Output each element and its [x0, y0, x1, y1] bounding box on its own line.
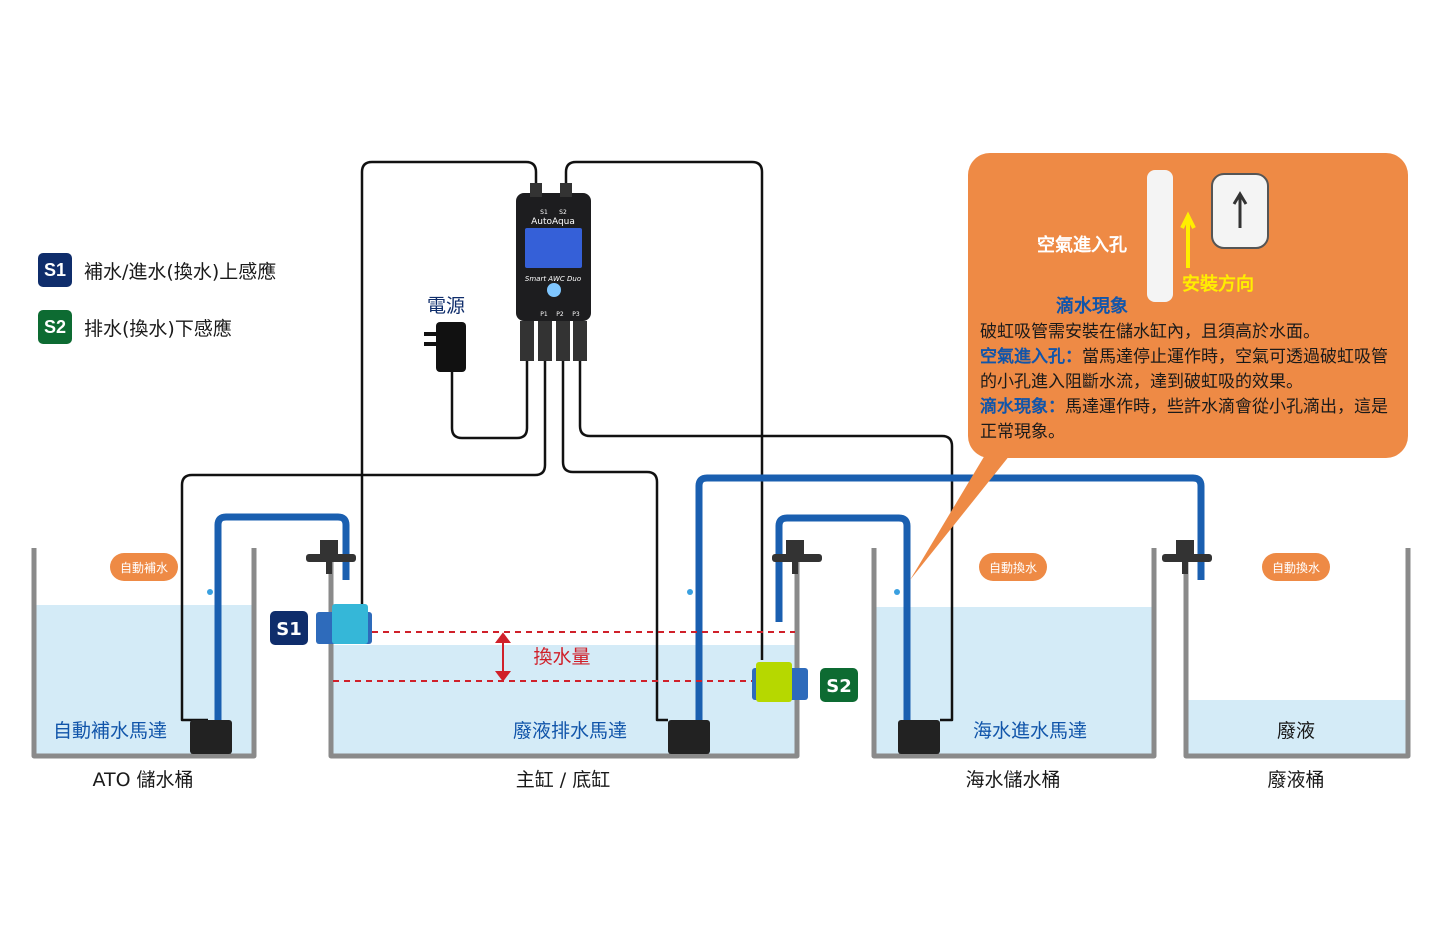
s2-sensor-icon: [752, 662, 808, 702]
pipe-waste: [695, 474, 1205, 720]
ato-tank: [31, 548, 257, 759]
legend-s2: S2 排水(換水)下感應: [38, 310, 232, 344]
wire-power: [450, 358, 529, 440]
sea-motor-label: 海水進水馬達: [973, 720, 1087, 742]
legend-s2-badge: S2: [38, 310, 72, 344]
faucet-main-icon: [306, 540, 356, 574]
sea-tank-name: 海水儲水桶: [965, 769, 1060, 791]
main-motor-icon: [668, 720, 710, 754]
callout-air-text: 當馬達停止運作時，空氣可透過破虹吸管的小孔進入阻斷水流，達到破虹吸的效果。: [980, 347, 1388, 392]
callout-direction-label: 安裝方向: [1182, 273, 1254, 295]
legend-s1-text: 補水/進水(換水)上感應: [84, 260, 277, 283]
drip-main-icon: [687, 589, 693, 595]
drip-ato-icon: [207, 589, 213, 595]
siphon-break-icon: [1147, 170, 1269, 302]
callout-line1: 破虹吸管需安裝在儲水缸內，且須高於水面。: [980, 322, 1320, 342]
waste-tank: [1183, 548, 1411, 759]
controller-icon: [516, 183, 591, 361]
exchange-arrow-icon: [495, 632, 511, 682]
port-s1: S1: [540, 209, 548, 216]
power-adapter-icon: [424, 322, 466, 372]
callout-pointer: [910, 455, 1010, 580]
callout-drip-paragraph: 滴水現象：馬達運作時，些許水滴會從小孔滴出，這是正常現象。: [980, 395, 1400, 445]
legend-s2-text: 排水(換水)下感應: [84, 317, 232, 340]
legend-s1-badge: S1: [38, 253, 72, 287]
callout-air-label: 空氣進入孔: [1037, 234, 1127, 256]
s1-badge: [270, 611, 308, 645]
svg-text:自動補水: 自動補水: [120, 561, 168, 575]
s1-sensor-icon: [316, 604, 372, 644]
callout-drip-label: 滴水現象: [1056, 295, 1128, 317]
wire-s1: [360, 160, 538, 610]
main-tank: [328, 548, 800, 759]
s2-badge-text: S2: [826, 676, 852, 697]
legend-s1: S1 補水/進水(換水)上感應: [38, 253, 276, 287]
pipe-sea: [775, 514, 911, 720]
callout-drip-text: 馬達運作時，些許水滴會從小孔滴出，這是正常現象。: [980, 397, 1388, 442]
wire-s2: [564, 160, 764, 660]
s2-badge: [820, 668, 858, 702]
wire-p3: [578, 358, 954, 722]
callout-body: 破虹吸管需安裝在儲水缸內，且須高於水面。 空氣進入孔：當馬達停止運作時，空氣可透…: [980, 320, 1400, 445]
callout-drip-title: 滴水現象：: [980, 397, 1065, 417]
ato-auto-badge: 自動補水: [110, 553, 178, 581]
port-p3: P3: [572, 311, 580, 318]
waste-water: [1188, 700, 1406, 755]
ato-motor-icon: [190, 720, 232, 754]
faucet-sea-icon: [772, 540, 822, 574]
callout-air-paragraph: 空氣進入孔：當馬達停止運作時，空氣可透過破虹吸管的小孔進入阻斷水流，達到破虹吸的…: [980, 345, 1400, 395]
wire-p1: [180, 358, 547, 722]
controller-brand: AutoAqua: [531, 217, 575, 227]
svg-text:自動換水: 自動換水: [1272, 561, 1320, 575]
port-p2: P2: [556, 311, 564, 318]
svg-text:自動換水: 自動換水: [989, 561, 1037, 575]
callout-air-title: 空氣進入孔：: [980, 347, 1082, 367]
pipe-ato: [214, 513, 350, 720]
faucet-waste-icon: [1162, 540, 1212, 574]
ato-tank-name: ATO 儲水桶: [92, 769, 193, 791]
main-tank-name: 主缸 / 底缸: [516, 769, 610, 791]
exchange-label: 換水量: [533, 646, 590, 668]
waste-content-label: 廢液: [1277, 720, 1315, 742]
ato-motor-label: 自動補水馬達: [53, 720, 167, 742]
drip-sea-icon: [894, 589, 900, 595]
sea-auto-badge: 自動換水: [979, 553, 1047, 581]
sea-motor-icon: [898, 720, 940, 754]
power-label: 電源: [427, 295, 465, 317]
s1-badge-text: S1: [276, 619, 302, 640]
wire-p2: [561, 358, 668, 722]
port-p1: P1: [540, 311, 548, 318]
callout-bubble: [968, 153, 1408, 458]
seawater-tank: [871, 548, 1157, 759]
waste-auto-badge: 自動換水: [1262, 553, 1330, 581]
main-water: [333, 645, 795, 755]
waste-tank-name: 廢液桶: [1267, 769, 1324, 791]
main-motor-label: 廢液排水馬達: [513, 720, 627, 742]
port-s2: S2: [559, 209, 567, 216]
controller-model: Smart AWC Duo: [525, 275, 581, 283]
